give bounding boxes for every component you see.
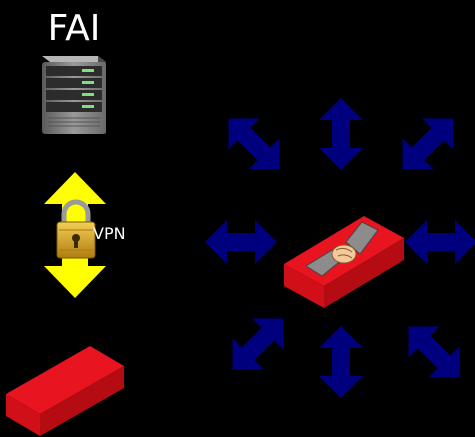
router-box-icon xyxy=(6,346,124,436)
arrow-bottom-left xyxy=(216,302,300,386)
vpn-label: VPN xyxy=(93,224,126,243)
arrow-top-right xyxy=(386,102,470,186)
arrow-right xyxy=(405,220,475,264)
arrow-top xyxy=(319,98,363,170)
padlock-icon xyxy=(56,199,96,259)
arrow-left xyxy=(205,220,277,264)
handshake-icon xyxy=(305,221,379,277)
server-tower-icon xyxy=(42,56,106,134)
fai-title: FAI xyxy=(48,8,101,49)
arrow-bottom xyxy=(319,326,363,398)
arrow-top-left xyxy=(212,102,296,186)
arrow-bottom-right xyxy=(392,310,475,394)
